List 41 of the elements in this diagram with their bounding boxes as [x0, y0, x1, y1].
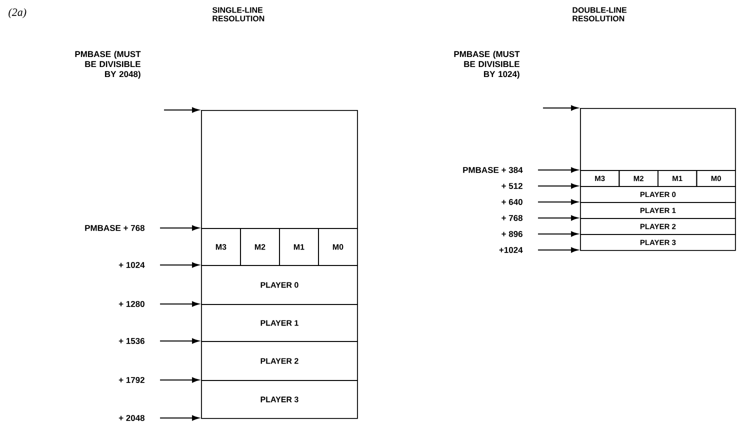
- address-label: + 1280: [118, 301, 144, 307]
- memory-cell: PLAYER 0: [201, 265, 358, 305]
- arrow: [160, 301, 200, 307]
- arrow: [160, 225, 200, 231]
- address-label: + 640: [502, 199, 522, 205]
- arrow: [160, 262, 200, 268]
- address-label: + 768: [502, 215, 523, 221]
- memory-cell: M3: [201, 228, 241, 266]
- arrow: [538, 167, 578, 173]
- address-label: + 1536: [118, 338, 144, 344]
- memory-block: [580, 108, 736, 171]
- address-label: + 512: [502, 183, 522, 189]
- arrow: [160, 338, 200, 344]
- arrow: [538, 247, 578, 253]
- arrow: [160, 377, 200, 383]
- address-label: + 1024: [118, 262, 145, 268]
- memory-cell: M1: [279, 228, 319, 266]
- memory-cell: PLAYER 1: [201, 304, 358, 342]
- address-label: + 896: [502, 231, 522, 237]
- arrow: [538, 215, 578, 221]
- address-label: PMBASE + 384: [463, 166, 523, 173]
- address-label: PMBASE + 768: [85, 225, 145, 231]
- memory-cell: M2: [240, 228, 280, 266]
- arrow: [160, 415, 200, 421]
- memory-cell: M0: [318, 228, 358, 266]
- arrow: [542, 105, 578, 111]
- memory-cell: PLAYER 2: [201, 341, 358, 381]
- address-label: + 1792: [118, 377, 144, 383]
- address-label: PMBASE (MUST BE DIVISIBLE BY 2048): [75, 50, 141, 79]
- memory-block: [201, 110, 358, 229]
- address-label: PMBASE (MUST BE DIVISIBLE BY 1024): [454, 50, 520, 79]
- column-heading: DOUBLE-LINE RESOLUTION: [572, 7, 627, 22]
- address-label: + 2048: [118, 415, 145, 421]
- address-label: +1024: [499, 247, 523, 253]
- arrow: [538, 231, 578, 237]
- column-heading: SINGLE-LINE RESOLUTION: [212, 7, 264, 22]
- arrow: [538, 183, 578, 189]
- memory-cell: PLAYER 3: [201, 380, 358, 419]
- arrow: [164, 107, 200, 113]
- figure-label: (2a): [8, 8, 26, 18]
- arrow: [538, 199, 578, 205]
